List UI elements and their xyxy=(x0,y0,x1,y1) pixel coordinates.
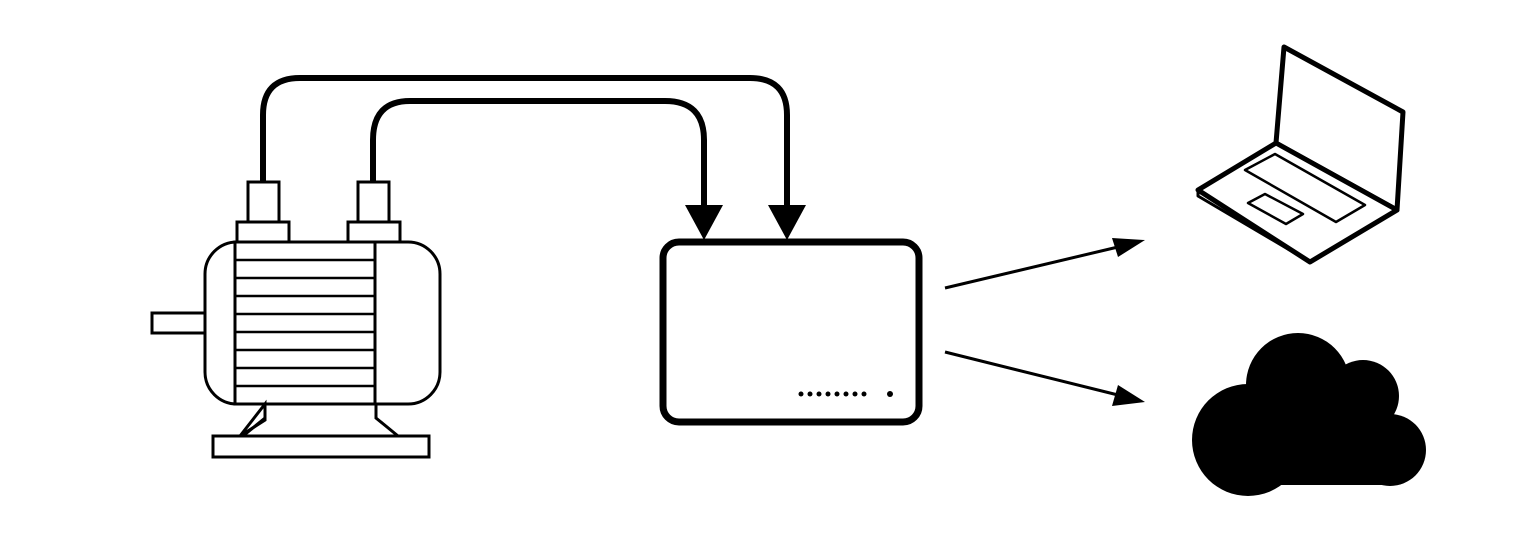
laptop-icon xyxy=(1195,44,1406,265)
laptop-trackpad xyxy=(1246,192,1305,226)
data-acquisition-box-icon xyxy=(659,238,923,426)
motor-foot-right xyxy=(374,405,399,438)
motor-shaft xyxy=(150,311,210,335)
arrow-to-laptop-head xyxy=(1112,238,1145,257)
cloud-icon xyxy=(1192,333,1426,496)
arrow-to-cloud-head xyxy=(1112,385,1145,406)
arrow-to-laptop xyxy=(944,245,1119,290)
sensor-connector-left xyxy=(235,180,291,244)
cable-arrowhead-inner xyxy=(685,205,723,240)
sensor-cable-inner xyxy=(370,98,707,212)
laptop-keyboard xyxy=(1243,152,1367,224)
electric-motor-icon xyxy=(150,180,442,459)
cable-arrowhead-outer xyxy=(768,205,806,240)
gateway-housing xyxy=(659,238,923,426)
output-arrows xyxy=(944,238,1145,406)
motor-cooling-fins xyxy=(235,258,375,388)
cable-arrowheads xyxy=(685,205,806,240)
motor-stator xyxy=(233,240,377,406)
arrow-to-cloud xyxy=(944,350,1119,397)
sensor-cable-outer xyxy=(260,75,790,212)
motor-base xyxy=(211,434,431,459)
motor-foot-left xyxy=(242,405,267,438)
sensor-connector-right xyxy=(346,180,402,244)
gateway-led-dots xyxy=(798,391,893,397)
sensor-cables xyxy=(260,75,790,212)
